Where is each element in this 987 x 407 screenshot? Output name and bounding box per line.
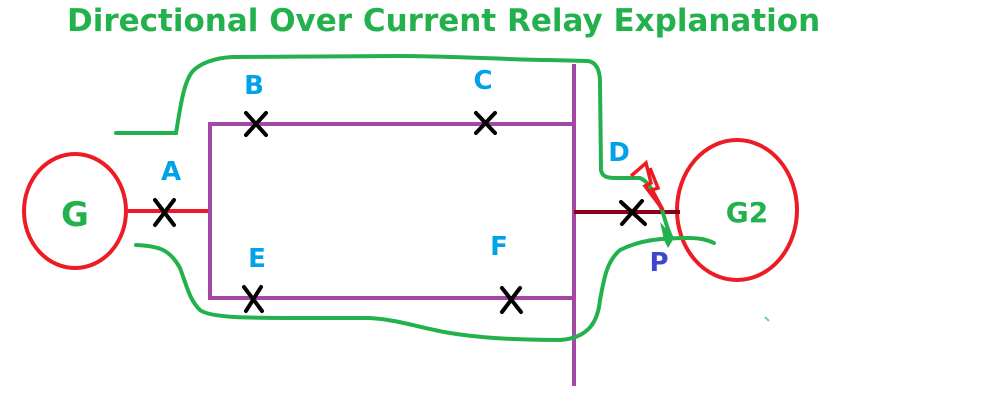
breaker-b-cross-icon[interactable] [244,111,268,137]
generator-g-label: G [61,195,89,235]
breaker-f-cross-icon[interactable] [500,286,523,314]
fault-path-arrowhead [660,222,674,248]
stray-mark [764,316,770,322]
diagram-title: Directional Over Current Relay Explanati… [67,3,820,39]
generator-g: G [22,152,128,270]
parallel-feeders [208,122,574,300]
fault-lightning-icon [629,159,665,212]
breaker-e-label: E [248,244,266,274]
bus-network [208,64,576,386]
breaker-f-label: F [490,232,508,262]
generator-g2-label: G2 [726,196,768,229]
fault-path-lower [134,235,716,343]
breaker-e-cross-icon[interactable] [242,285,264,313]
breaker-a-cross-icon[interactable] [153,198,176,227]
breaker-a-label: A [161,157,181,187]
generator-g2: G2 [675,138,799,282]
breaker-d-cross-icon[interactable] [619,199,647,226]
breaker-c-label: C [473,66,492,96]
breakers [153,111,647,314]
breaker-c-cross-icon[interactable] [474,111,497,135]
breaker-d-label: D [608,138,630,168]
relay-p-label: P [649,248,668,278]
breaker-b-label: B [244,71,264,101]
